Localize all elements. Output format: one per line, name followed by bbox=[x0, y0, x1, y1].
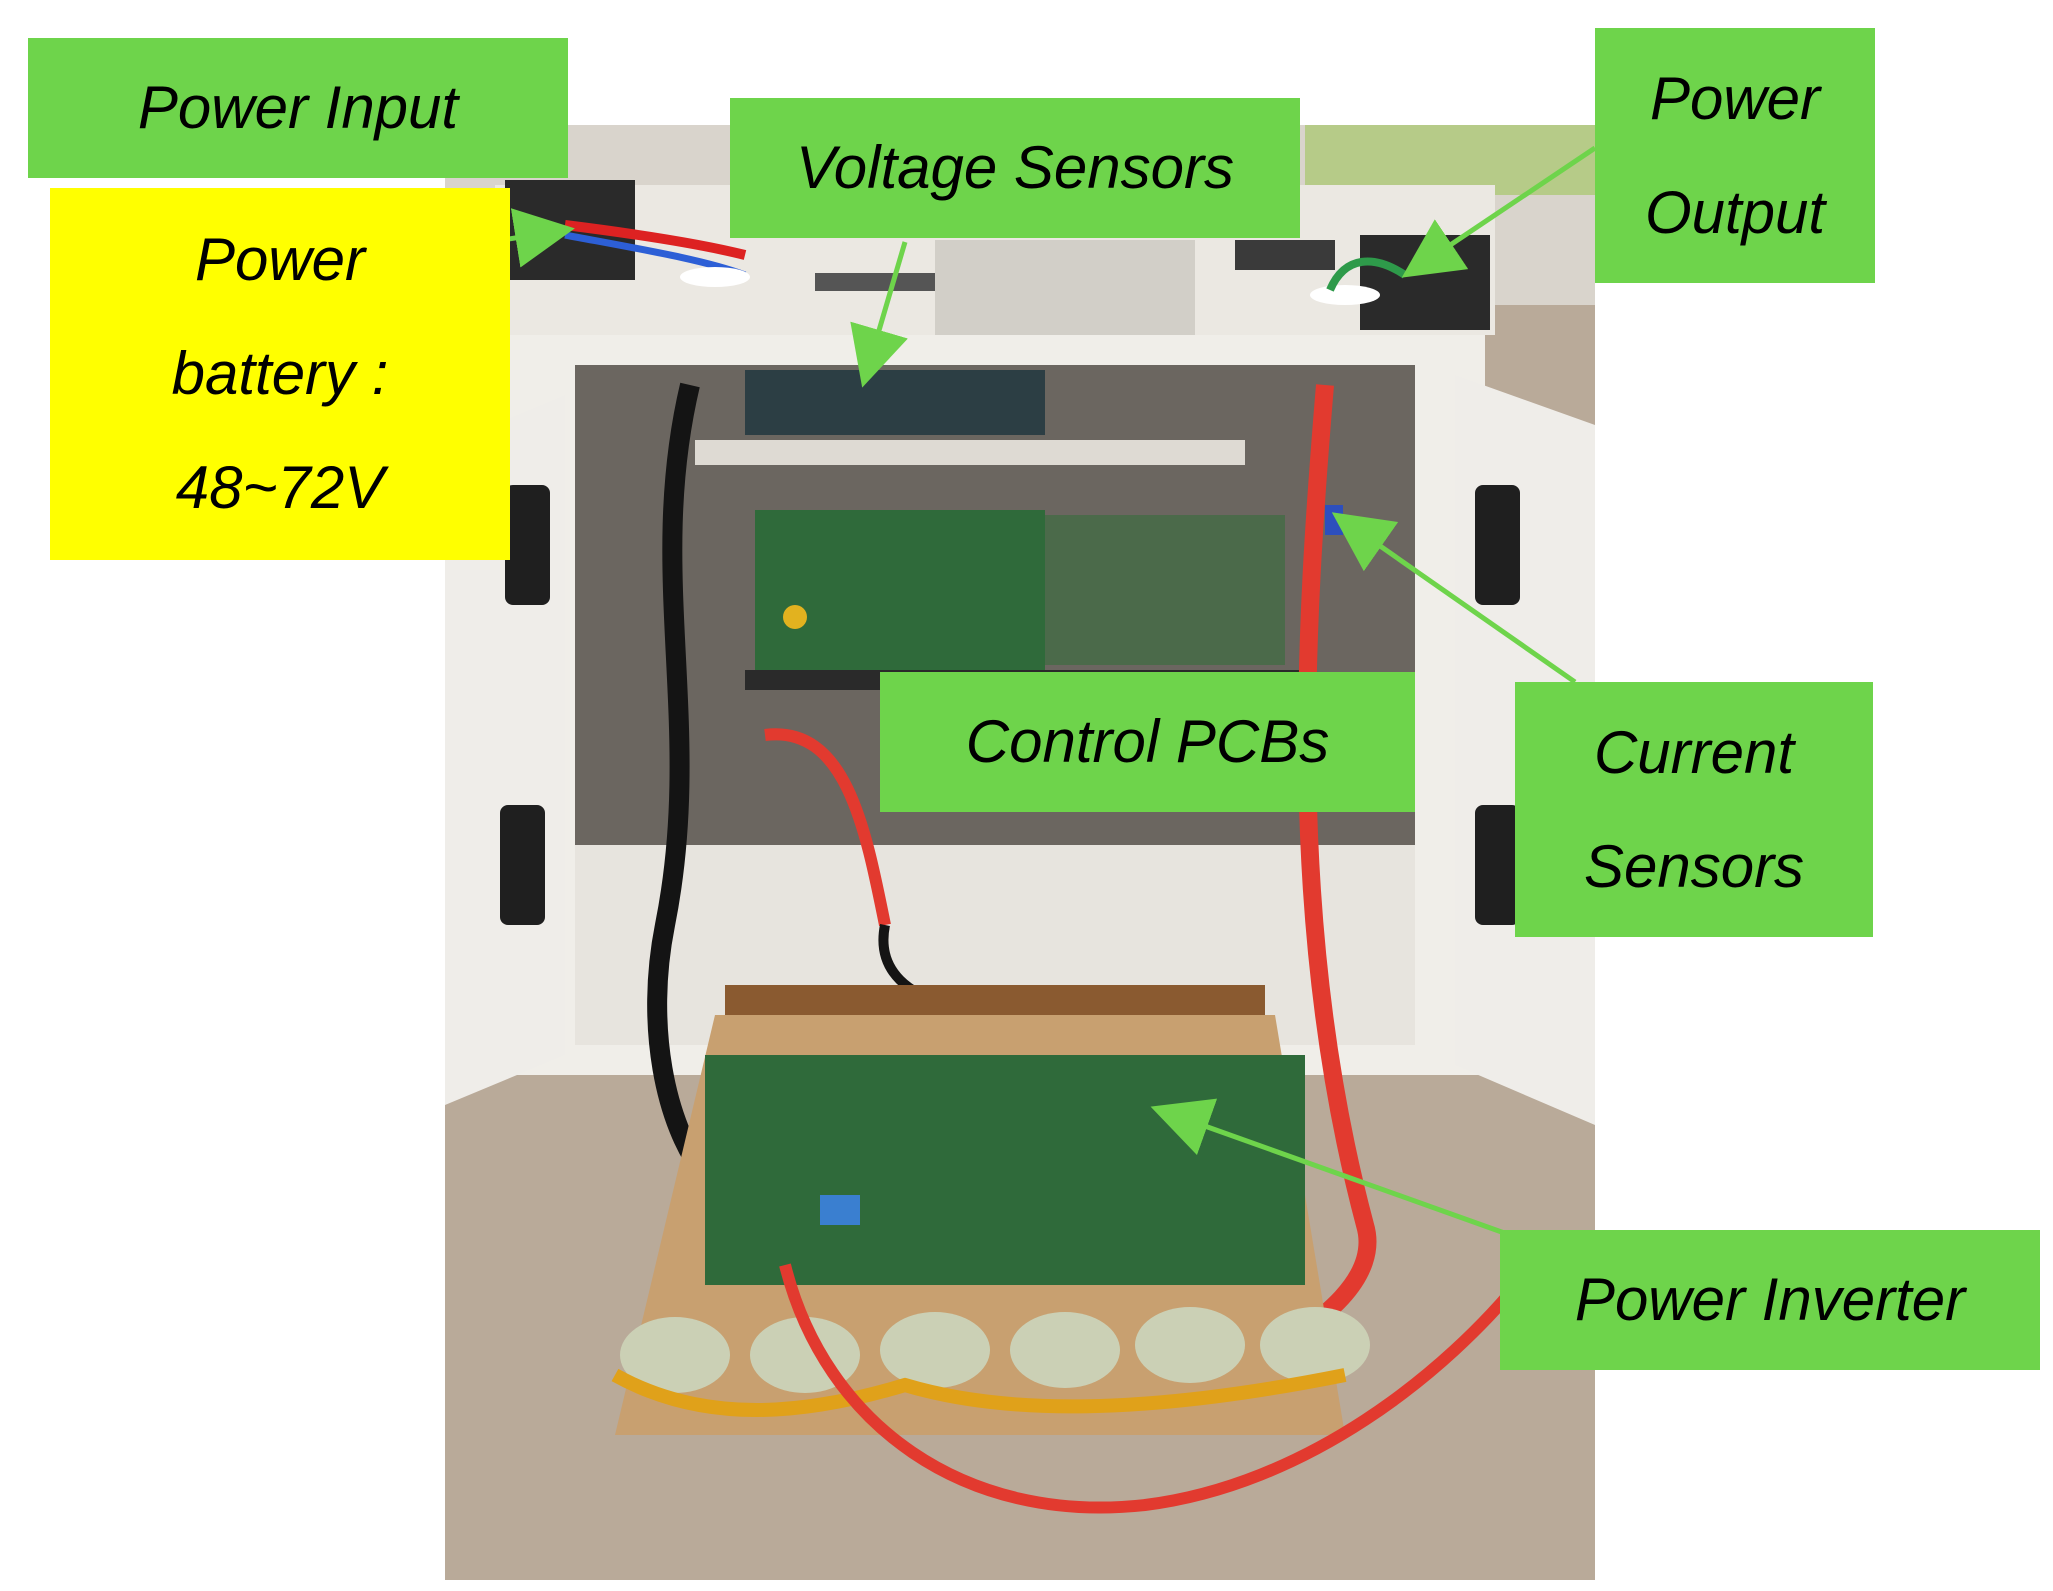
left-door-hinge-lower bbox=[500, 805, 545, 925]
blue-capacitor bbox=[820, 1195, 860, 1225]
label-control-pcbs: Control PCBs bbox=[880, 672, 1415, 812]
label-power-input: Power Input bbox=[28, 38, 568, 178]
inductor-5 bbox=[1135, 1307, 1245, 1383]
power-output-strip bbox=[1235, 240, 1335, 270]
label-power-inverter: Power Inverter bbox=[1500, 1230, 2040, 1370]
power-output-connector bbox=[1360, 235, 1490, 330]
red-output-cables bbox=[779, 1263, 1530, 1514]
label-current-sensors-line1: Current bbox=[1593, 718, 1795, 786]
pcb-knob bbox=[783, 605, 807, 629]
output-cable bbox=[1326, 257, 1408, 292]
label-power-output-line1: Power bbox=[1649, 64, 1821, 132]
control-pcb-left bbox=[755, 510, 1045, 670]
top-recess bbox=[935, 240, 1195, 340]
inductor-3 bbox=[880, 1312, 990, 1388]
gold-windings bbox=[611, 1368, 1347, 1417]
label-voltage-sensors: Voltage Sensors bbox=[730, 98, 1300, 238]
label-power-battery-line2: battery : bbox=[171, 340, 389, 407]
voltage-sensor-board bbox=[745, 370, 1045, 435]
control-pcb-right bbox=[1045, 515, 1285, 665]
label-power-battery-line1: Power bbox=[194, 226, 366, 293]
label-power-output-line2: Output bbox=[1644, 178, 1826, 246]
cabinet-photo bbox=[445, 125, 1595, 1580]
right-door-hinge-upper bbox=[1475, 485, 1520, 605]
label-power-output: Power Output bbox=[1595, 28, 1875, 283]
cable-grommet-left bbox=[680, 267, 750, 287]
label-power-battery-line3: 48~72V bbox=[175, 454, 385, 521]
sensor-shelf bbox=[695, 440, 1245, 465]
inductor-1 bbox=[620, 1317, 730, 1393]
label-power-inverter-text: Power Inverter bbox=[1574, 1266, 1966, 1334]
cabinet-illustration bbox=[445, 125, 1595, 1580]
current-sensor bbox=[1325, 505, 1343, 535]
label-control-pcbs-text: Control PCBs bbox=[965, 708, 1330, 776]
right-door-hinge-lower bbox=[1475, 805, 1520, 925]
cable-grommet-right bbox=[1310, 285, 1380, 305]
label-current-sensors: Current Sensors bbox=[1515, 682, 1873, 937]
inductor-6 bbox=[1260, 1307, 1370, 1383]
copper-busbar bbox=[725, 985, 1265, 1015]
left-door-hinge-upper bbox=[505, 485, 550, 605]
label-current-sensors-line2: Sensors bbox=[1583, 832, 1805, 900]
inverter-pcbs bbox=[705, 1055, 1305, 1285]
label-voltage-sensors-text: Voltage Sensors bbox=[795, 134, 1235, 202]
label-power-input-text: Power Input bbox=[137, 74, 459, 142]
red-cable-center bbox=[764, 728, 891, 927]
black-cable-bundle-left bbox=[647, 382, 713, 1182]
input-cable bbox=[564, 220, 747, 260]
green-chair bbox=[1305, 125, 1595, 195]
label-power-battery: Power battery : 48~72V bbox=[50, 188, 510, 560]
inductor-4 bbox=[1010, 1312, 1120, 1388]
